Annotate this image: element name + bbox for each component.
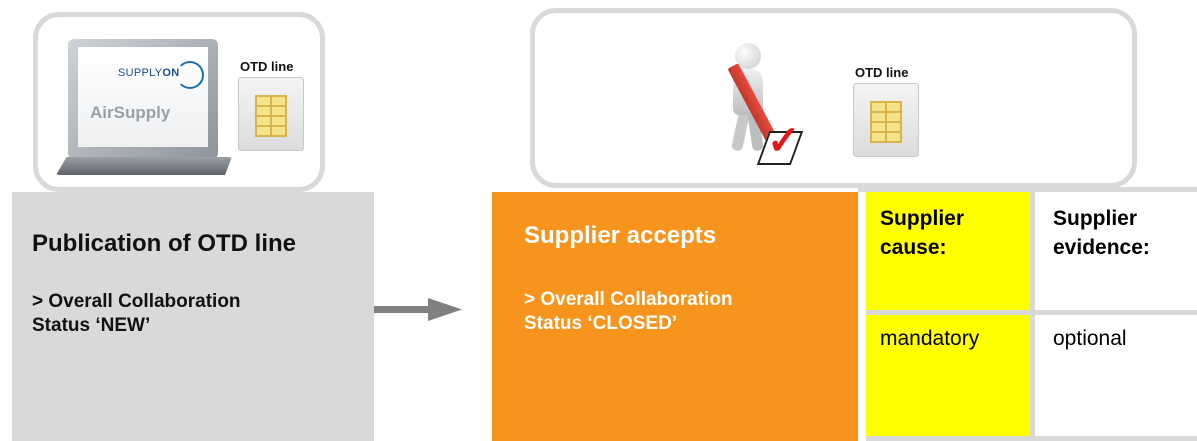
status-new-text: > Overall Collaboration Status ‘NEW’ xyxy=(32,290,241,338)
airsupply-label: AirSupply xyxy=(90,103,171,122)
table-border xyxy=(1030,192,1035,441)
supplier-evidence-header: Supplier evidence: xyxy=(1035,192,1197,310)
supplier-evidence-header-line1: Supplier xyxy=(1053,207,1138,230)
supplier-cause-header: Supplier cause: xyxy=(866,192,1030,310)
status-closed-text: > Overall Collaboration Status ‘CLOSED’ xyxy=(524,288,733,336)
supplier-cause-header-line1: Supplier xyxy=(880,207,965,230)
right-arrow-icon xyxy=(374,298,462,321)
supplyon-logo-ring xyxy=(176,61,204,89)
status-closed-line2: Status ‘CLOSED’ xyxy=(524,313,678,334)
table-border xyxy=(858,187,1197,192)
laptop-illustration-frame: SUPPLYON AirSupply OTD line xyxy=(33,12,325,192)
otd-line-document-icon: OTD line xyxy=(238,59,308,151)
document-table-icon xyxy=(870,101,902,143)
publication-title: Publication of OTD line xyxy=(32,230,296,257)
laptop-screen: SUPPLYON AirSupply xyxy=(78,47,208,147)
supplier-evidence-header-line2: evidence: xyxy=(1053,236,1150,259)
status-new-line2: Status ‘NEW’ xyxy=(32,315,151,336)
laptop-icon: SUPPLYON AirSupply xyxy=(68,39,218,159)
supplier-accepts-title: Supplier accepts xyxy=(524,222,717,249)
document-table-icon xyxy=(255,95,287,137)
table-border xyxy=(858,192,866,441)
supplier-evidence-value: optional xyxy=(1035,315,1197,436)
table-border xyxy=(866,436,1197,441)
otd-line-doc-label: OTD line xyxy=(855,65,909,80)
supplier-accepts-panel: Supplier accepts > Overall Collaboration… xyxy=(492,192,858,441)
otd-line-document-icon: OTD line xyxy=(853,65,923,157)
publication-panel: Publication of OTD line > Overall Collab… xyxy=(12,192,374,441)
table-border xyxy=(866,310,1197,315)
supplier-cause-value: mandatory xyxy=(866,315,1030,436)
supplier-cause-header-line2: cause: xyxy=(880,236,947,259)
supplyon-logo: SUPPLYON xyxy=(118,67,180,79)
checkmark-icon: ✓ xyxy=(767,119,801,163)
otd-line-doc-label: OTD line xyxy=(240,59,294,74)
approval-illustration-frame: ✓ OTD line xyxy=(530,8,1137,188)
status-closed-line1: > Overall Collaboration xyxy=(524,289,733,310)
status-new-line1: > Overall Collaboration xyxy=(32,291,241,312)
laptop-keyboard xyxy=(56,157,232,175)
